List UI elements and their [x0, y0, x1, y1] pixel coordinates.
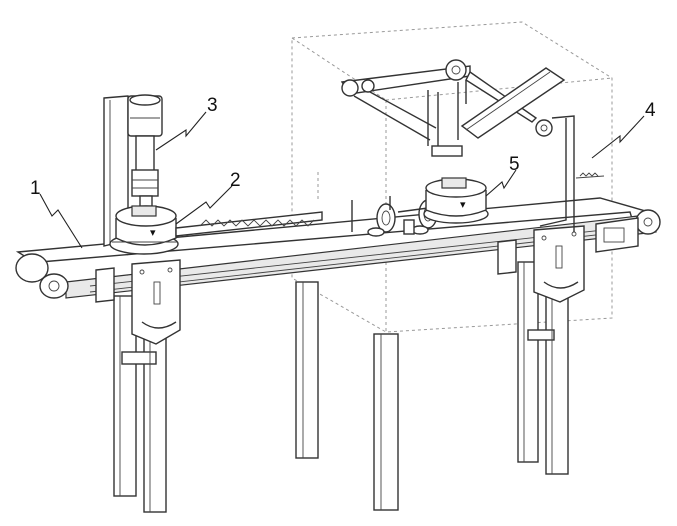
- label-4: 4: [645, 100, 656, 121]
- rotary-table-right: ▾: [423, 177, 489, 224]
- tool-column: [127, 94, 163, 211]
- left-leg-frame: [113, 295, 167, 513]
- right-upright: [535, 115, 605, 232]
- label-2: 2: [230, 170, 241, 191]
- label-5: 5: [509, 154, 520, 175]
- rear-panel-left: [103, 95, 129, 247]
- svg-text:▾: ▾: [460, 199, 466, 211]
- left-bracket-plate: [95, 259, 181, 345]
- rear-leg-middle: [295, 281, 319, 459]
- right-bracket-plate: [497, 225, 585, 303]
- svg-text:▾: ▾: [150, 227, 156, 239]
- label-1: 1: [30, 178, 41, 199]
- rotary-table-left: ▾: [109, 205, 179, 255]
- right-leg-frame: [517, 261, 569, 475]
- label-3: 3: [207, 95, 218, 116]
- tilted-plate: [460, 67, 566, 139]
- robot-arm: [340, 59, 538, 157]
- leader-lines: [39, 111, 645, 249]
- chain-rail: [175, 211, 323, 237]
- front-leg-middle: [373, 333, 399, 511]
